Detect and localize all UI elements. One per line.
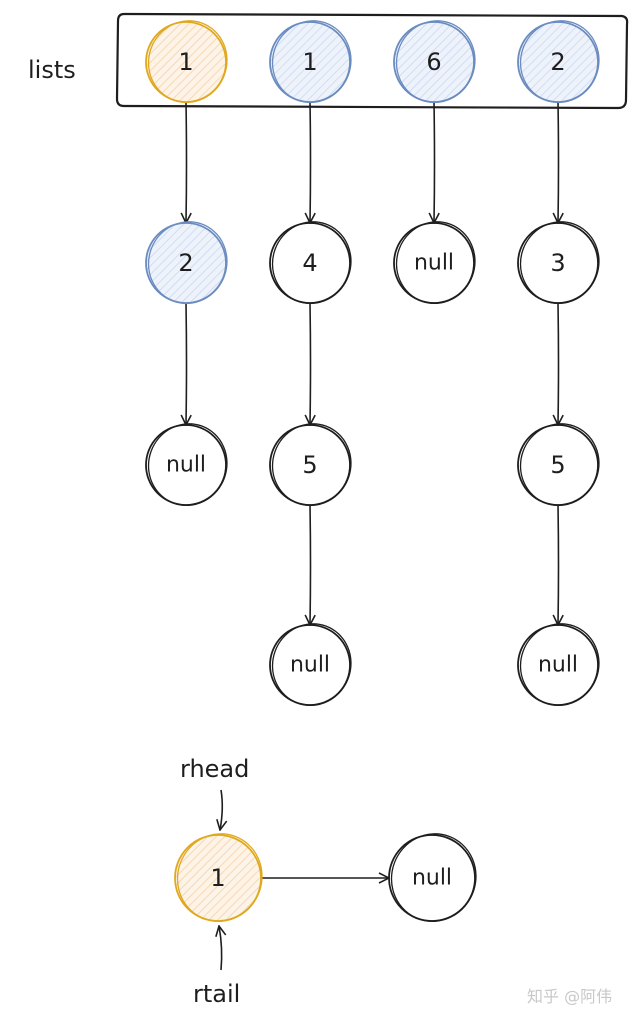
lists-head-node-3: 2 [517,20,600,103]
next-pointer-arrow [186,302,187,425]
node-value: null [538,653,578,678]
result-node-1: null [388,833,477,922]
node-value: null [166,453,206,478]
node-value: null [412,866,452,891]
node-value: null [290,653,330,678]
node-value: 1 [210,864,225,892]
node-value: null [414,251,454,276]
rhead-label: rhead [180,755,249,783]
node-value: 1 [178,48,193,76]
next-pointer-arrow [434,101,435,223]
node-value: 3 [550,249,565,277]
next-pointer-arrow [558,302,559,425]
lists-array-box [115,12,629,110]
list-0-node-1: null [145,423,228,506]
list-1-node-1: 5 [269,423,352,506]
next-pointer-arrow [310,302,311,425]
next-pointer-arrow [186,101,187,223]
node-value: 6 [426,48,441,76]
list-1-node-2: null [269,623,352,706]
list-0-node-0: 2 [145,221,228,304]
rtail-label: rtail [193,980,240,1008]
list-3-node-2: null [517,623,600,706]
node-value: 2 [550,48,565,76]
list-3-node-1: 5 [517,423,600,506]
node-value: 4 [302,249,317,277]
rhead-pointer-arrow [220,789,222,830]
node-value: 5 [302,451,317,479]
node-value: 2 [178,249,193,277]
lists-head-node-2: 6 [393,20,476,103]
watermark: 知乎 @阿伟 [527,987,612,1006]
lists-label: lists [28,56,76,84]
next-pointer-arrow [558,101,559,223]
lists-head-node-1: 1 [269,20,352,103]
node-value: 1 [302,48,317,76]
result-node-0: 1 [174,833,263,922]
rtail-pointer-arrow [219,926,222,971]
lists-head-node-0: 1 [145,20,228,103]
node-value: 5 [550,451,565,479]
next-pointer-arrow [558,504,559,625]
next-pointer-arrow [310,101,311,223]
list-3-node-0: 3 [517,221,600,304]
list-1-node-0: 4 [269,221,352,304]
next-pointer-arrow [310,504,311,625]
list-2-node-0: null [393,221,476,304]
